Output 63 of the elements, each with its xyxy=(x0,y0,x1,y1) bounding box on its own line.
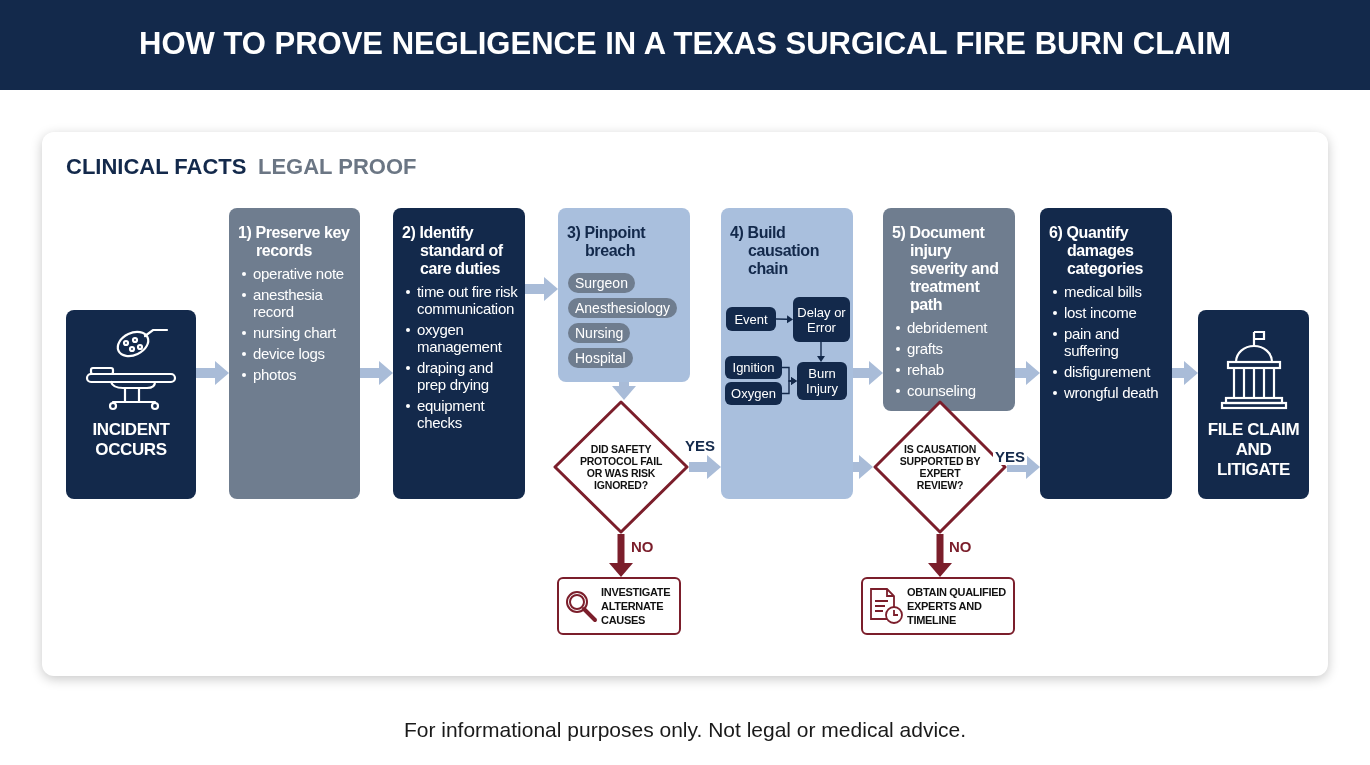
arrow xyxy=(689,455,721,479)
step-heading: 5) Document injury severity and treatment path xyxy=(892,224,1000,314)
step-box xyxy=(558,208,690,382)
arrow xyxy=(360,361,393,385)
arrow xyxy=(1007,455,1040,479)
chain-step: Oxygen xyxy=(725,382,782,405)
list-item: nursing chart xyxy=(241,324,354,341)
tag-pill: Nursing xyxy=(568,323,631,343)
arrow xyxy=(609,534,633,577)
outcome-box xyxy=(861,577,1015,635)
arrow xyxy=(525,277,558,301)
list-item: medical bills xyxy=(1052,283,1166,300)
list-item: device logs xyxy=(241,345,354,362)
arrow xyxy=(853,361,883,385)
decision-text: DID SAFETY PROTOCOL FAIL OR WAS RISK IGNORED? xyxy=(579,443,663,491)
outcome-text: INVESTIGATE ALTERNATE CAUSES xyxy=(601,585,672,627)
list-item: disfigurement xyxy=(1052,363,1166,380)
list-item: counseling xyxy=(895,382,1009,399)
list-item: lost income xyxy=(1052,304,1166,321)
list-item: wrongful death xyxy=(1052,384,1166,401)
title: HOW TO PROVE NEGLIGENCE IN A TEXAS SURGICAL FIRE BURN CLAIM xyxy=(138,25,1232,63)
list-item: operative note xyxy=(241,265,354,282)
arrow xyxy=(928,534,952,577)
arrow xyxy=(1172,361,1198,385)
chain-step: Burn Injury xyxy=(797,362,847,400)
step-box xyxy=(229,208,360,499)
list-item: equipment checks xyxy=(405,397,519,431)
arrow xyxy=(817,341,825,362)
list-item: grafts xyxy=(895,340,1009,357)
step-box xyxy=(1040,208,1172,499)
arrow xyxy=(196,361,229,385)
step-heading: 2) Identify standard of care duties xyxy=(402,224,504,278)
tag-pill: Hospital xyxy=(568,348,633,368)
tag-pill: Surgeon xyxy=(568,273,635,293)
step-heading: 4) Build causation chain xyxy=(730,224,821,278)
outcome-box xyxy=(557,577,681,635)
terminal-box xyxy=(1198,310,1309,499)
terminal-text: INCIDENT OCCURS xyxy=(91,420,171,460)
step-box xyxy=(393,208,525,499)
arrow xyxy=(853,455,873,479)
step-heading: 1) Preserve key records xyxy=(238,224,351,260)
footer-note: For informational purposes only. Not legal or medical advice. xyxy=(402,718,968,742)
step-box xyxy=(721,208,853,499)
step-heading: 3) Pinpoint breach xyxy=(567,224,647,260)
arrow xyxy=(775,315,793,324)
section-heading: LEGAL PROOF xyxy=(258,154,417,180)
terminal-box xyxy=(66,310,196,499)
chain-step: Ignition xyxy=(725,356,782,379)
list-item: rehab xyxy=(895,361,1009,378)
step-box xyxy=(883,208,1015,411)
list-item: debridement xyxy=(895,319,1009,336)
decision-text: IS CAUSATION SUPPORTED BY EXPERT REVIEW? xyxy=(899,443,981,491)
chain-step: Event xyxy=(726,307,776,331)
section-heading: CLINICAL FACTS xyxy=(66,154,247,180)
step-heading: 6) Quantify damages categories xyxy=(1049,224,1145,278)
outcome-text: OBTAIN QUALIFIED EXPERTS AND TIMELINE xyxy=(907,585,1007,627)
tag-pill: Anesthesiology xyxy=(568,298,677,318)
chain-step: Delay or Error xyxy=(793,297,850,342)
arrow xyxy=(781,377,797,395)
list-item: photos xyxy=(241,366,354,383)
arrow xyxy=(1015,361,1040,385)
terminal-text: FILE CLAIM AND LITIGATE xyxy=(1206,420,1301,480)
arrow xyxy=(612,382,636,400)
